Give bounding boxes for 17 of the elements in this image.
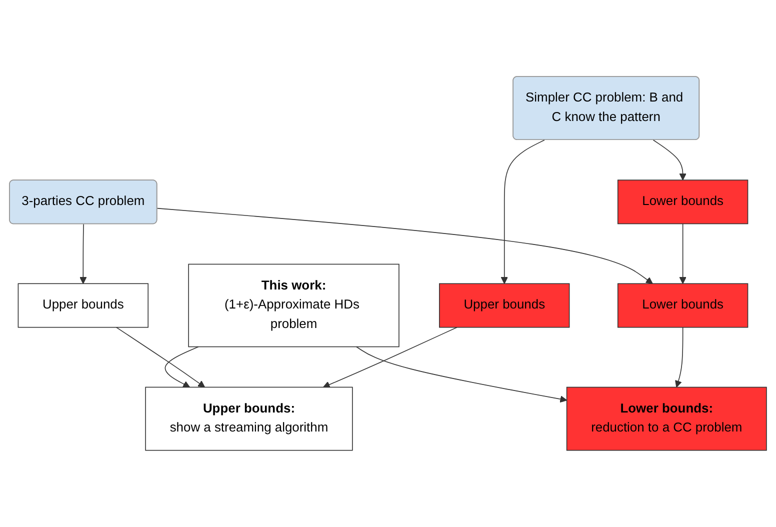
node-box: Upper bounds: show a streaming algorithm bbox=[145, 386, 353, 451]
node-box: Lower bounds: reduction to a CC problem bbox=[566, 386, 767, 451]
arrow bbox=[80, 224, 87, 284]
arrow bbox=[356, 346, 568, 403]
arrow bbox=[500, 140, 545, 284]
arrow bbox=[116, 327, 206, 388]
arrow bbox=[675, 327, 684, 388]
arrow bbox=[164, 346, 199, 388]
node-box: Upper bounds bbox=[18, 283, 149, 328]
node-box: Lower bounds bbox=[617, 180, 748, 224]
arrow bbox=[156, 208, 653, 284]
node-box: This work: (1+ε)-Approximate HDs problem bbox=[188, 264, 400, 348]
arrow bbox=[322, 327, 458, 388]
node-box: Upper bounds bbox=[439, 283, 570, 328]
arrow bbox=[679, 223, 686, 284]
node-box: Lower bounds bbox=[617, 283, 748, 328]
arrow bbox=[652, 140, 686, 180]
